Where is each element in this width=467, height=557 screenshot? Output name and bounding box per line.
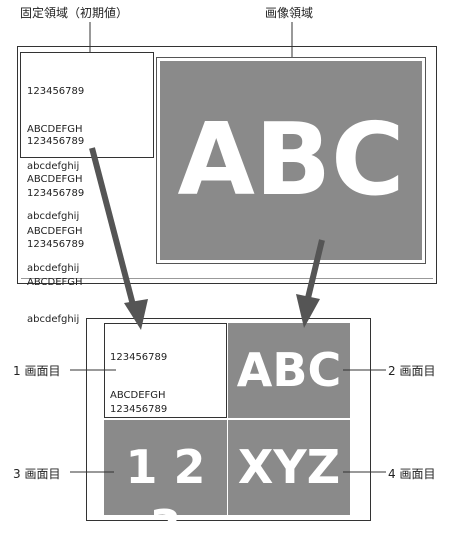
text-line: ABCDEFGH [27, 276, 83, 288]
quadrant-4-xyz-text: XYZ [237, 440, 341, 494]
quadrant-3 [104, 420, 227, 515]
text-line: 123456789 [27, 188, 85, 199]
screen-2-label: 2 画面目 [388, 364, 436, 378]
diagram-lines [70, 22, 386, 473]
screen-1-label: 1 画面目 [13, 364, 61, 378]
text-line: abcdefghij [27, 314, 80, 325]
image-abc-text: ABC [177, 101, 405, 218]
text-line: ABCDEFGH [27, 123, 83, 135]
text-group-1: 123456789 ABCDEFGH abcdefghij [27, 61, 84, 186]
text-line: ABCDEFGH [27, 225, 83, 237]
image-to-screen2-arrow-shaft [305, 239, 325, 299]
image-region [160, 61, 422, 260]
fixed-to-screen1-arrow-shaft [89, 147, 136, 306]
screen-4-label: 4 画面目 [388, 467, 436, 481]
text-line: abcdefghij [27, 161, 80, 172]
text-line: 123456789 [110, 352, 168, 363]
text-line: abcdefghij [27, 263, 80, 274]
image-to-screen2-arrow-head [296, 294, 320, 328]
text-line: 123456789 [27, 136, 85, 147]
text-line: ABCDEFGH [27, 173, 83, 185]
quadrant-2-abc-text: ABC [236, 343, 342, 397]
text-group-2: 123456789 ABCDEFGH abcdefghij [27, 111, 84, 236]
text-line: 123456789 [27, 239, 85, 250]
screen-3-label: 3 画面目 [13, 467, 61, 481]
fixed-region-box [20, 52, 154, 158]
top-frame-inner-line [21, 278, 433, 279]
fixed-area-label: 固定領域（初期値） [20, 6, 129, 20]
text-line: 123456789 [27, 86, 85, 97]
fixed-to-screen1-arrow-head [124, 299, 148, 330]
text-group-3: 123456789 ABCDEFGH abcdefghij [27, 163, 84, 288]
text-line: 123456789 [110, 404, 168, 415]
quadrant-4 [228, 420, 350, 515]
quadrant-2 [228, 323, 350, 418]
image-area-label: 画像領域 [265, 6, 314, 20]
text-group-4: 123456789 ABCDEFGH abcdefghij [27, 214, 84, 339]
quadrant-1 [104, 323, 227, 418]
text-line: abcdefghij [27, 211, 80, 222]
text-line: ABCDEFGH [110, 389, 166, 401]
